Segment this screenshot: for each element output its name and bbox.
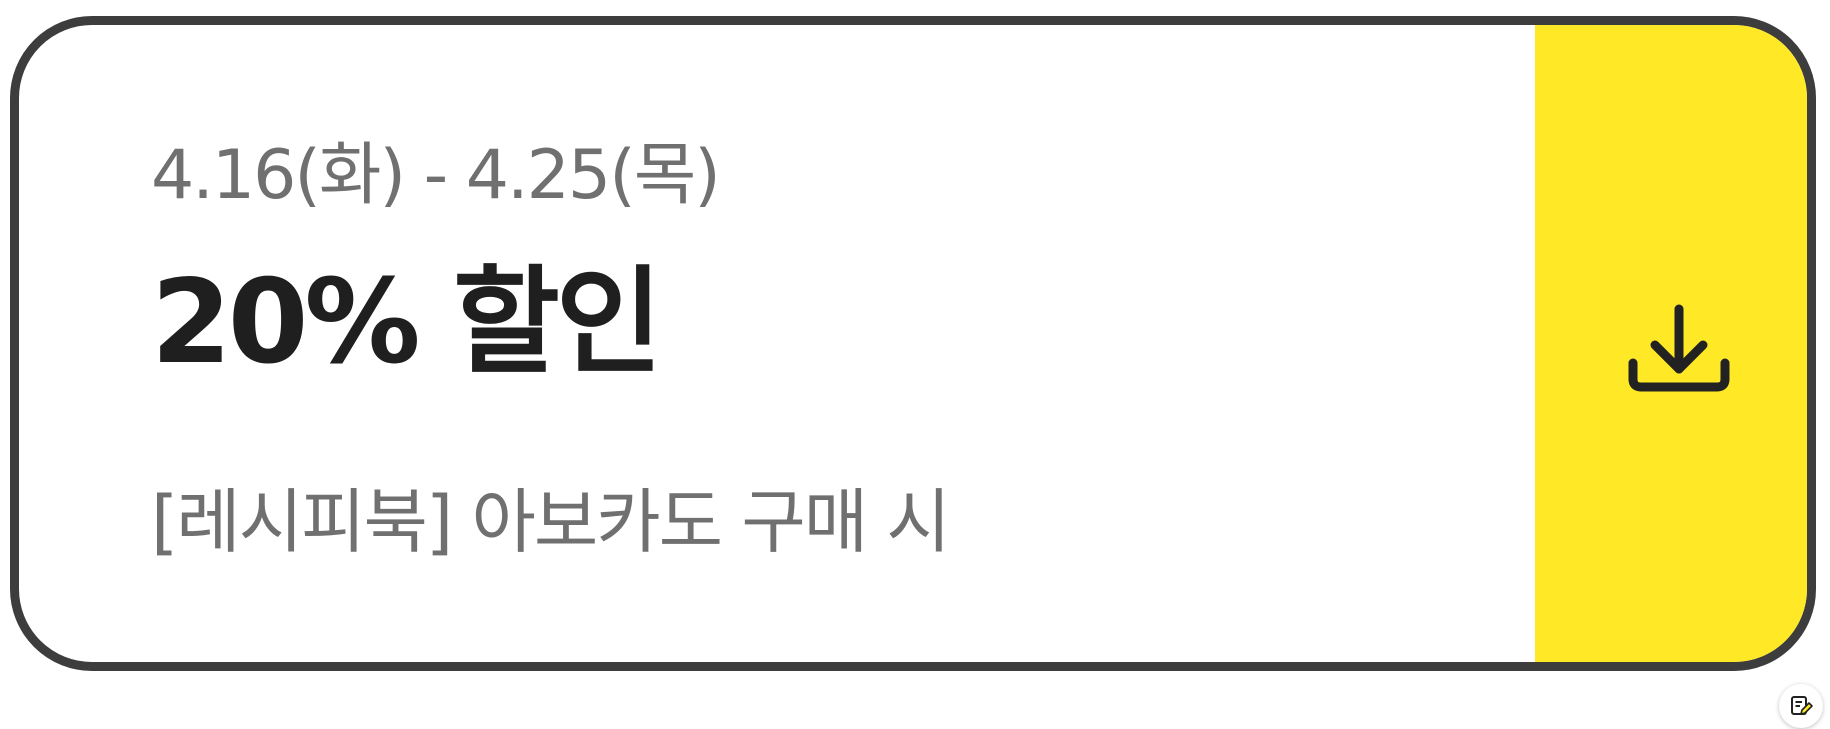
coupon-discount: 20% 할인 [151,255,662,390]
download-icon [1628,304,1730,392]
coupon-download-button[interactable] [1535,25,1807,662]
edit-note-button[interactable] [1779,684,1823,728]
coupon-period: 4.16(화) - 4.25(목) [151,136,721,215]
coupon-condition: [레시피북] 아보카도 구매 시 [151,481,951,563]
edit-note-icon [1791,696,1813,715]
coupon-card: 4.16(화) - 4.25(목) 20% 할인 [레시피북] 아보카도 구매 … [10,16,1816,671]
coupon-info: 4.16(화) - 4.25(목) 20% 할인 [레시피북] 아보카도 구매 … [19,25,1536,662]
